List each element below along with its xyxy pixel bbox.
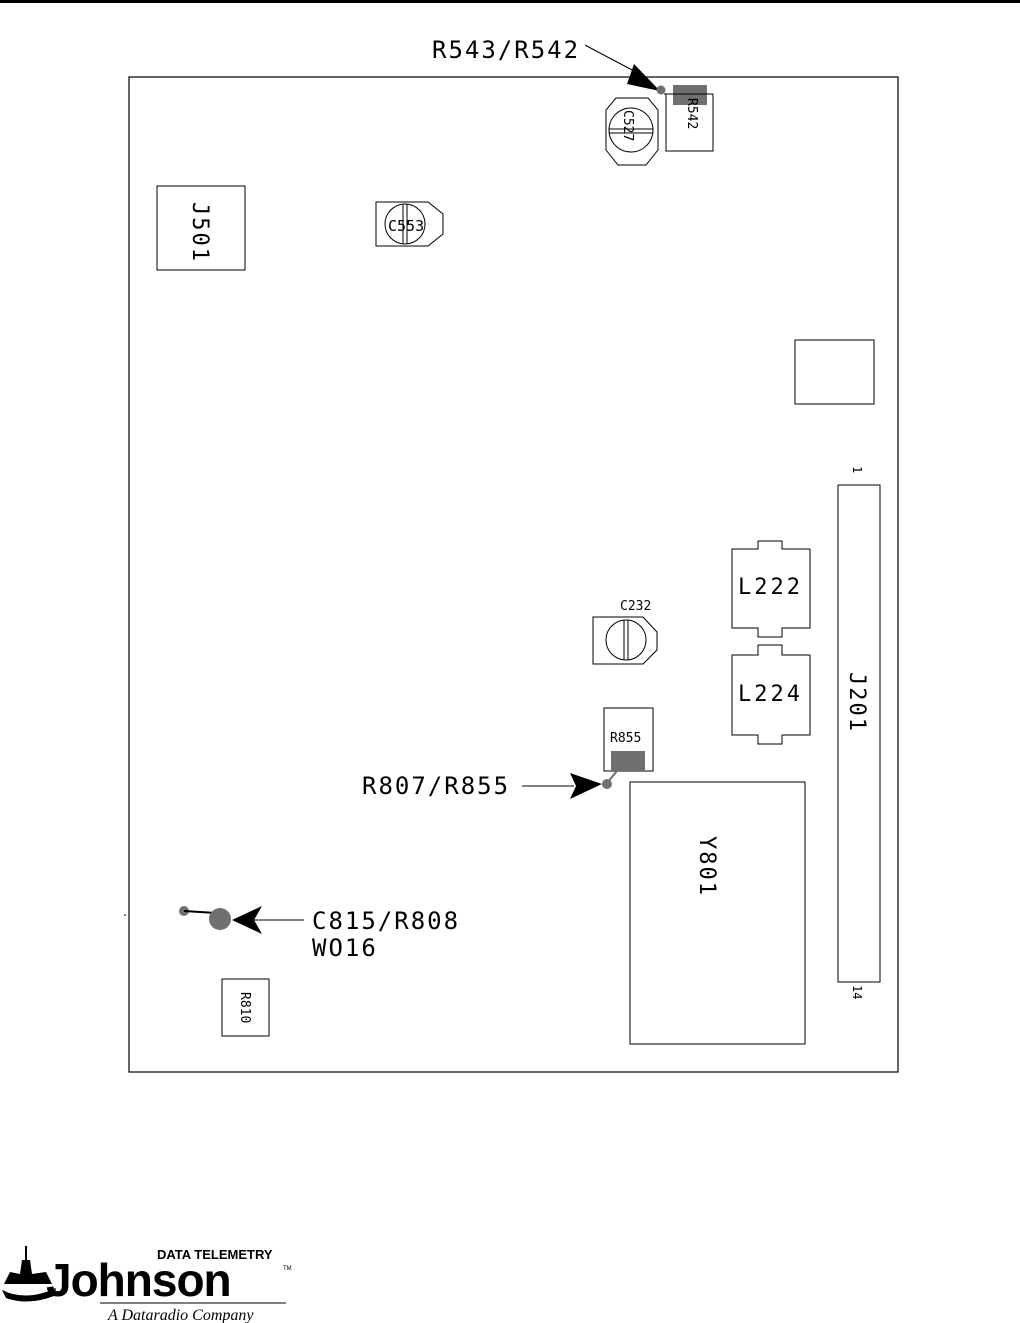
c232-trimmer <box>605 619 647 661</box>
l224-footprint <box>731 644 811 745</box>
c232-footprint <box>592 616 658 665</box>
c815-dot-large <box>209 908 231 930</box>
unlabeled-component <box>794 339 875 405</box>
j201-pin-first: 1 <box>850 466 864 473</box>
r542-footprint <box>665 93 714 152</box>
logo-johnson: Johnson <box>46 1254 231 1306</box>
callout-r807-r855: R807/R855 <box>362 772 510 800</box>
callout-wo16: WO16 <box>312 934 378 962</box>
l222-footprint <box>731 540 811 638</box>
c527-trimmer <box>608 107 654 153</box>
c553-trimmer <box>384 203 426 245</box>
callout-r543-r542-leader <box>584 44 637 73</box>
callout-r543-r542-arrow <box>627 64 660 91</box>
viking-ship-icon <box>2 1246 56 1302</box>
c232-label: C232 <box>620 599 651 614</box>
c553-label: C553 <box>388 217 424 235</box>
j201-label: J201 <box>844 672 869 733</box>
r543-dot <box>656 85 666 95</box>
logo-tm: TM <box>283 1266 292 1272</box>
r855-pad-highlight <box>611 751 645 771</box>
j501-footprint <box>156 185 246 271</box>
logo-tagline: A Dataradio Company <box>107 1307 254 1323</box>
r807-dot <box>602 779 612 789</box>
c527-footprint <box>605 97 659 166</box>
callout-c815-r808-arrow <box>232 906 262 934</box>
callout-r543-r542: R543/R542 <box>432 36 580 64</box>
r810-label: R810 <box>237 992 252 1023</box>
r855-label: R855 <box>610 731 641 746</box>
c815-trace <box>183 910 217 914</box>
l224-label: L224 <box>738 682 803 707</box>
j201-pin-last: 14 <box>850 985 864 999</box>
y801-label: Y801 <box>694 836 719 897</box>
top-rule <box>0 0 1020 3</box>
r542-label: R542 <box>684 98 699 129</box>
j501-label: J501 <box>187 202 212 263</box>
board-outline <box>128 76 899 1073</box>
r810-footprint <box>221 978 270 1037</box>
r542-pad-highlight <box>673 85 707 105</box>
logo-data-telemetry: DATA TELEMETRY <box>157 1247 273 1262</box>
l222-label: L222 <box>738 575 803 600</box>
c527-label: C527 <box>620 110 635 141</box>
c553-footprint <box>375 201 444 247</box>
johnson-logo: DATA TELEMETRY Johnson TM A Dataradio Co… <box>2 1246 292 1323</box>
j201-footprint <box>837 484 881 983</box>
y801-footprint <box>629 781 806 1045</box>
pcb-diagram: R543/R542 R542 C527 J501 C553 1 14 J201 … <box>124 36 899 1073</box>
callout-c815-r808: C815/R808 <box>312 907 460 935</box>
callout-r807-r855-arrow <box>570 773 602 799</box>
